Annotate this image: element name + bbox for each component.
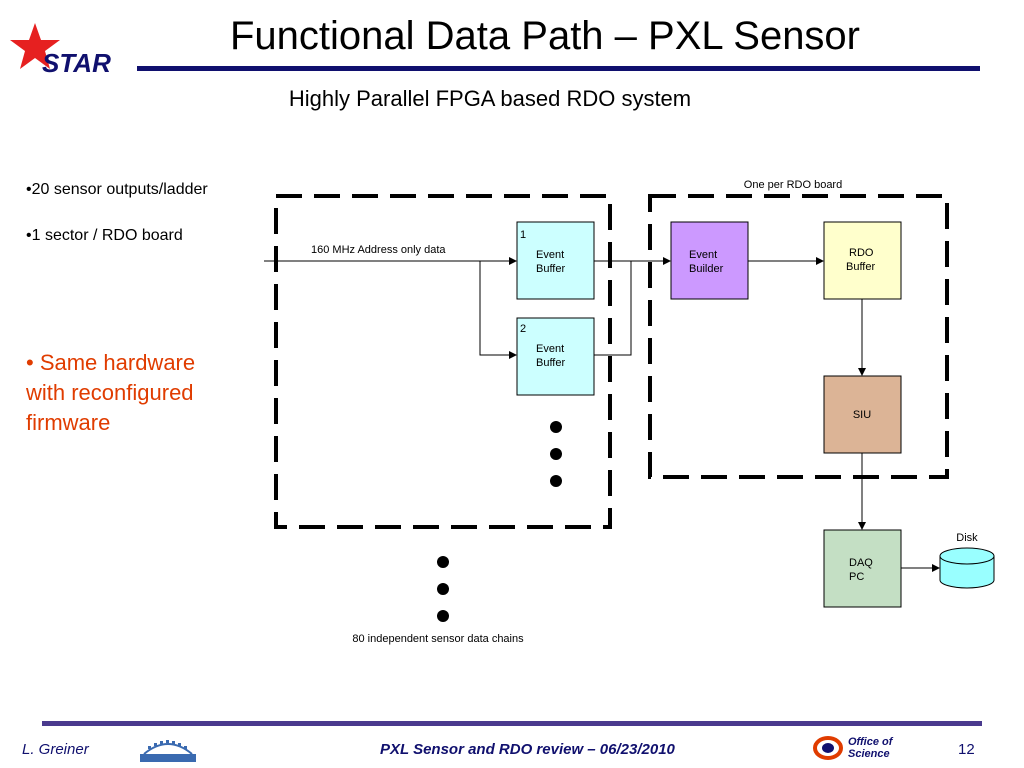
ellipsis-dot [550,475,562,487]
ellipsis-dot [437,583,449,595]
daq-pc-label2: PC [849,571,864,583]
rdo-buffer-label2: Buffer [846,261,875,273]
event-buffer-2-label: Event [536,343,564,355]
ellipsis-dot [437,610,449,622]
event-buffer-2-index: 2 [520,323,526,335]
bullet-list: •20 sensor outputs/ladder •1 sector / RD… [26,180,208,246]
event-buffer-1-label2: Buffer [536,263,565,275]
bullet-sensor-outputs: •20 sensor outputs/ladder [26,181,208,198]
event-buffer-1 [516,221,595,300]
page-number: 12 [958,741,975,758]
event-buffer-1-index: 1 [520,229,526,241]
branch-line [479,261,517,359]
event-builder-label2: Builder [689,263,724,275]
input-data-label: 160 MHz Address only data [311,244,446,256]
event-buffer-2 [516,317,595,396]
footer-author: L. Greiner [22,741,89,758]
sensor-chain-group [274,194,612,529]
star-logo: STAR [10,23,111,78]
siu-box [823,375,902,454]
header-divider [137,66,980,71]
daq-pc-box [823,529,902,608]
ellipsis-dot [437,556,449,568]
event-builder-label: Event [689,249,717,261]
page-title: Functional Data Path – PXL Sensor [230,14,860,58]
lab-logo-icon [140,740,196,762]
star-logo-text: STAR [42,48,111,78]
disk-label: Disk [956,532,978,544]
red-star-icon [10,23,60,69]
bullet-line: • Same hardware [26,350,196,375]
ellipsis-dot [550,421,562,433]
chains-label: 80 independent sensor data chains [352,633,524,645]
rdo-board-label: One per RDO board [744,179,842,191]
doe-logo-line2: Science [848,748,890,760]
bullet-line: with reconfigured [26,380,194,405]
ellipsis-dot [550,448,562,460]
rdo-buffer-label: RDO [849,247,874,259]
bullet-same-hardware: • Same hardware with reconfigured firmwa… [26,348,256,438]
footer-divider [42,721,982,726]
rdo-buffer [823,221,902,300]
footer-presentation-title: PXL Sensor and RDO review – 06/23/2010 [380,741,675,758]
event-buffer-1-label: Event [536,249,564,261]
daq-pc-label: DAQ [849,557,873,569]
rdo-board-group [648,194,949,479]
buffer2-to-builder-line [594,261,632,356]
doe-logo-line1: Office of [848,736,894,748]
office-of-science-logo: Office of Science [813,736,894,760]
page-subtitle: Highly Parallel FPGA based RDO system [288,86,692,111]
bullet-sector-rdo: •1 sector / RDO board [26,227,183,244]
event-buffer-2-label2: Buffer [536,357,565,369]
bullet-line: firmware [26,410,111,435]
disk-icon [939,547,995,589]
siu-label: SIU [853,409,871,421]
